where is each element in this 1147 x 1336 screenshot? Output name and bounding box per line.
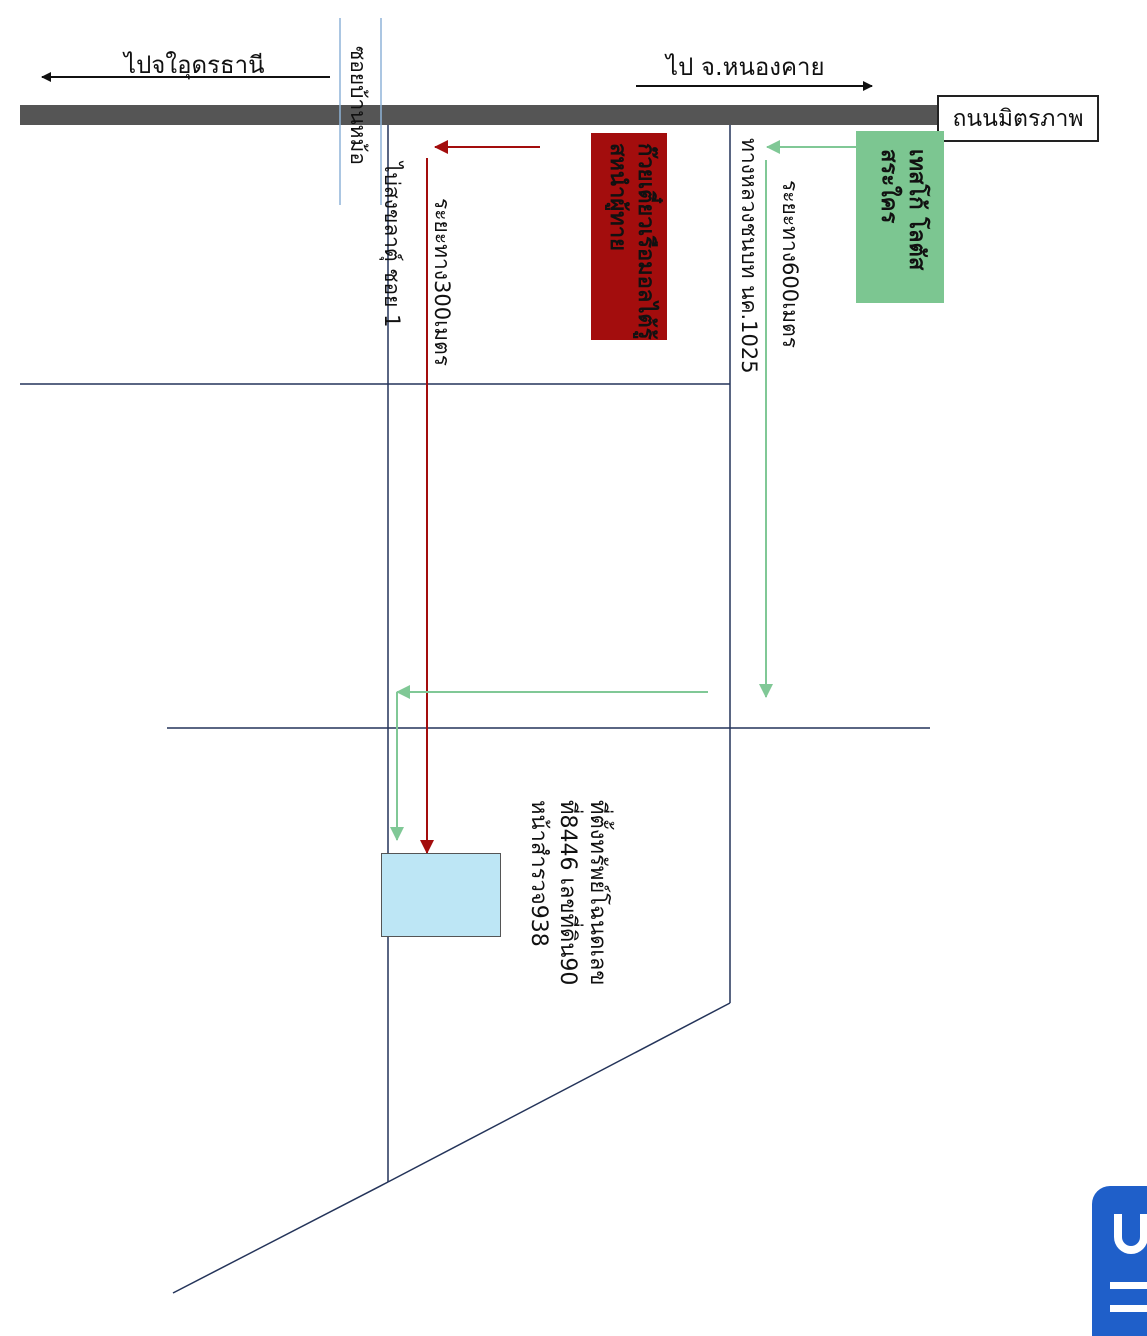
property-line3: หน้าสำรวจ938 [525, 800, 551, 947]
property-box [381, 853, 501, 937]
property-line1: ที่ตั้งทรัพย์โฉนดเลข [585, 800, 610, 986]
highway-label: ทางหลวงชนบท นค.1025 [737, 138, 761, 374]
soi-1-label: ไบ่สงขลาตุ์ ชอย 1 [380, 162, 404, 328]
to-udon-label: ไปจใอุดรธานี [124, 51, 265, 79]
landmark-green-line2: สระใคร [876, 149, 902, 224]
landmark-green-box: เทสโก้ โลตัส สระใคร [856, 131, 944, 303]
corner-logo-badge [1092, 1186, 1147, 1336]
distance-600-label: ระยะทาง600เมตร [778, 180, 802, 349]
landmark-green-label: เทสโก้ โลตัส สระใคร [875, 149, 930, 270]
landmark-red-box: ก๊วยเตี๋ยวเรือมอลไต้รู้ สหนำผู้ทาย [591, 133, 667, 340]
property-line2: ที่8446 เลขที่ดิน90 [555, 800, 581, 986]
logo-u-icon [1114, 1214, 1147, 1254]
diagonal-road-short [387, 1002, 731, 1183]
landmark-red-line2: สหนำผู้ทาย [605, 143, 631, 251]
road-name-label: ถนนมิตรภาพ [952, 105, 1084, 132]
soi-cross-label: ซอยบ้านหม้อ [346, 46, 370, 165]
property-label: ที่ตั้งทรัพย์โฉนดเลข ที่8446 เลขที่ดิน90… [523, 800, 612, 985]
landmark-red-label: ก๊วยเตี๋ยวเรือมอลไต้รู้ สหนำผู้ทาย [604, 143, 659, 340]
landmark-green-line1: เทสโก้ โลตัส [904, 149, 929, 271]
main-road [20, 105, 938, 125]
logo-bars-icon [1110, 1282, 1147, 1312]
diagonal-road-long [172, 1181, 389, 1294]
road-name-box: ถนนมิตรภาพ [937, 95, 1099, 142]
distance-300-label: ระยะทาง300เมตร [430, 198, 454, 367]
to-nongkhai-label: ไป จ.หนองคาย [666, 53, 825, 81]
landmark-red-line1: ก๊วยเตี๋ยวเรือมอลไต้รู้ [633, 143, 658, 340]
